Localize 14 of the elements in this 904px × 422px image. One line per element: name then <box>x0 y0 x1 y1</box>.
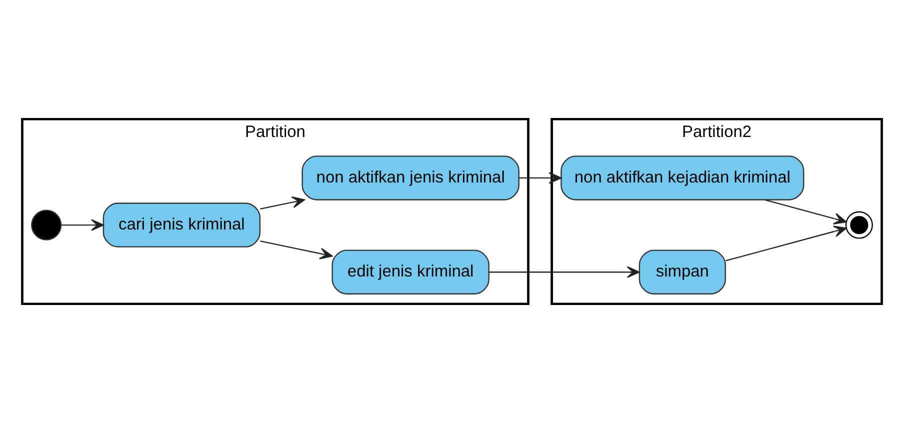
arrow <box>488 266 640 278</box>
arrow <box>764 198 847 224</box>
node-box: non aktifkan jenis kriminal <box>302 155 520 200</box>
node-box: cari jenis kriminal <box>102 202 261 247</box>
node-box: simpan <box>638 249 726 294</box>
arrow <box>260 240 333 259</box>
arrow <box>519 172 562 184</box>
node-box: edit jenis kriminal <box>332 249 490 294</box>
node-circle <box>845 210 873 238</box>
node-circle <box>31 209 62 240</box>
arrow <box>726 225 847 261</box>
arrow <box>260 196 305 210</box>
node-box: non aktifkan kejadian kriminal <box>560 155 804 200</box>
arrow <box>61 218 104 230</box>
